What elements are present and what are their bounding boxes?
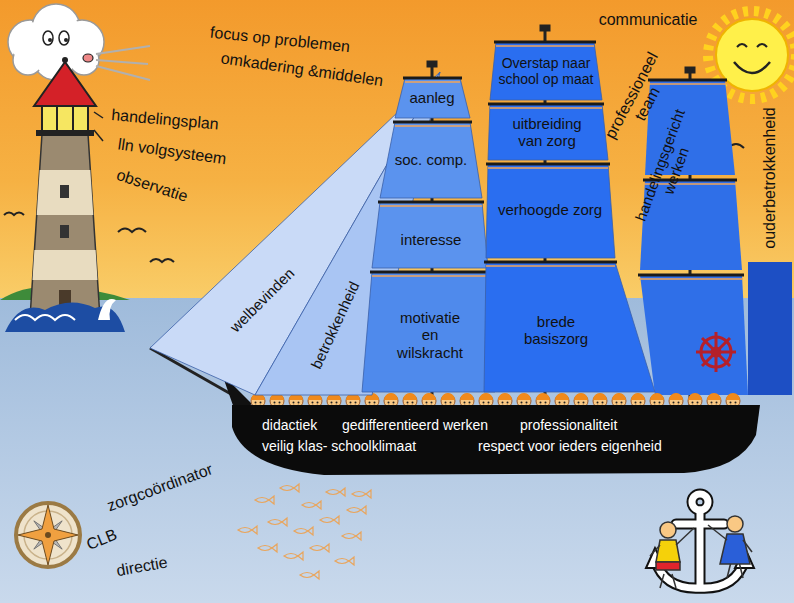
label: lln volgsysteem bbox=[117, 135, 228, 168]
hull-text: gedifferentieerd werken bbox=[342, 417, 488, 433]
square-sail: aanleg bbox=[395, 78, 470, 118]
yard bbox=[403, 77, 462, 80]
square-sail: uitbreiding van zorg bbox=[488, 104, 608, 160]
label: communicatie bbox=[599, 11, 698, 29]
lighthouse bbox=[5, 57, 125, 332]
yard-trim bbox=[486, 265, 615, 267]
hull-text: veilig klas- schoolklimaat bbox=[262, 438, 416, 454]
mizzen-sails bbox=[638, 80, 792, 395]
label: CLB bbox=[84, 526, 120, 555]
square-sail: brede basiszorg bbox=[484, 262, 655, 392]
square-sail: soc. comp. bbox=[380, 122, 482, 198]
sail-text: aanleg bbox=[397, 89, 467, 106]
square-sail-shape bbox=[372, 202, 488, 268]
yard-trim bbox=[488, 167, 608, 169]
sail-text: verhoogde zorg bbox=[489, 201, 611, 218]
yard-trim bbox=[380, 205, 482, 207]
hull-text: didactiek bbox=[262, 417, 317, 433]
square-sail: motivatie en wilskracht bbox=[362, 272, 495, 392]
cloud bbox=[8, 4, 150, 80]
yard bbox=[484, 261, 617, 264]
label: observatie bbox=[114, 166, 190, 206]
sail-text: uitbreiding van zorg bbox=[501, 115, 593, 150]
label: ouderbetrokkenheid bbox=[761, 107, 779, 248]
square-sail: Overstap naar school op maat bbox=[490, 42, 602, 100]
yard-trim bbox=[395, 125, 470, 127]
square-sail-shape bbox=[484, 262, 655, 392]
ship-hull: didactiek gedifferentieerd werken professi… bbox=[232, 405, 760, 477]
label: directie bbox=[115, 553, 169, 580]
sail-text: brede basiszorg bbox=[506, 313, 606, 348]
square-sail-shape bbox=[395, 78, 470, 118]
yard bbox=[488, 103, 604, 106]
hull-text: professionaliteit bbox=[520, 417, 617, 433]
sail-text: Overstap naar school op maat bbox=[494, 55, 598, 87]
sail-text: interesse bbox=[381, 231, 481, 248]
square-sail-shape bbox=[380, 122, 482, 198]
sail-text: motivatie en wilskracht bbox=[392, 309, 468, 361]
yard-trim bbox=[405, 81, 460, 83]
yard-trim bbox=[490, 107, 602, 109]
anchor bbox=[646, 494, 754, 588]
square-sail-shape bbox=[486, 164, 615, 258]
sky bbox=[0, 0, 794, 300]
sail-text: soc. comp. bbox=[384, 151, 479, 168]
compass bbox=[16, 503, 80, 567]
yard bbox=[393, 121, 472, 124]
square-sail-shape bbox=[362, 272, 495, 392]
yard bbox=[486, 163, 610, 166]
yard-trim bbox=[496, 45, 594, 47]
yard bbox=[370, 271, 490, 274]
square-sail: verhoogde zorg bbox=[486, 164, 615, 258]
square-sail-shape bbox=[488, 104, 608, 160]
square-sail: interesse bbox=[372, 202, 488, 268]
label: handelingsplan bbox=[111, 106, 220, 134]
children bbox=[650, 516, 752, 588]
yard bbox=[378, 201, 484, 204]
label: omkadering &middelen bbox=[220, 50, 385, 91]
hull-text: respect voor ieders eigenheid bbox=[478, 438, 662, 454]
ship-wheel bbox=[696, 332, 736, 372]
yard-trim bbox=[372, 275, 488, 277]
label: zorgcoördinator bbox=[105, 460, 216, 515]
yard bbox=[494, 41, 596, 44]
square-sail-shape bbox=[490, 42, 602, 100]
fish bbox=[238, 484, 371, 579]
ship-hull-shape bbox=[232, 405, 760, 475]
